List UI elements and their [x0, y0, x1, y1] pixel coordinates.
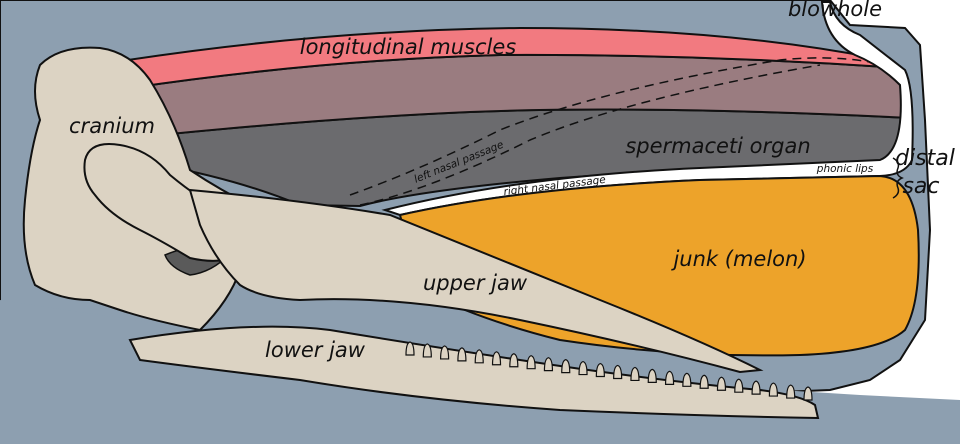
label-upper-jaw: upper jaw	[423, 271, 528, 295]
label-sac: sac	[902, 174, 939, 199]
lower-tooth	[699, 374, 709, 389]
lower-tooth	[543, 357, 554, 372]
lower-tooth	[440, 345, 450, 360]
lower-tooth	[664, 370, 675, 385]
label-cranium: cranium	[69, 114, 155, 138]
upper-jaw	[188, 188, 764, 374]
lower-tooth	[526, 355, 536, 370]
lower-tooth	[647, 368, 657, 383]
lower-tooth	[457, 347, 467, 362]
lower-tooth	[751, 380, 761, 395]
label-spermaceti-organ: spermaceti organ	[625, 134, 810, 158]
lower-tooth	[716, 376, 727, 391]
left-nasal-passage-line-2	[359, 64, 821, 206]
label-longitudinal-muscles: longitudinal muscles	[300, 35, 517, 59]
lower-tooth	[509, 353, 519, 368]
distal-sac-brace	[892, 157, 904, 199]
lower-tooth	[613, 364, 623, 380]
lower-tooth	[422, 343, 432, 358]
left-nasal-passage-line	[349, 57, 871, 196]
lower-tooth	[768, 382, 778, 397]
lower-tooth	[474, 349, 484, 364]
lower-tooth	[682, 372, 692, 387]
lower-teeth	[405, 341, 813, 401]
lower-tooth	[578, 360, 588, 376]
lower-tooth	[405, 341, 415, 356]
label-blowhole: blowhole	[788, 0, 882, 21]
label-junk-melon: junk (melon)	[670, 247, 806, 271]
lower-tooth	[734, 378, 744, 393]
lower-tooth	[803, 386, 813, 401]
lower-tooth	[561, 358, 571, 374]
lower-tooth	[630, 366, 640, 382]
lower-tooth	[491, 351, 502, 366]
lower-tooth	[786, 384, 796, 399]
label-lower-jaw: lower jaw	[265, 338, 366, 362]
distal-sac	[381, 1, 914, 217]
label-phonic-lips: phonic lips	[816, 163, 874, 175]
lower-tooth	[595, 362, 605, 378]
label-distal: distal	[895, 146, 955, 171]
